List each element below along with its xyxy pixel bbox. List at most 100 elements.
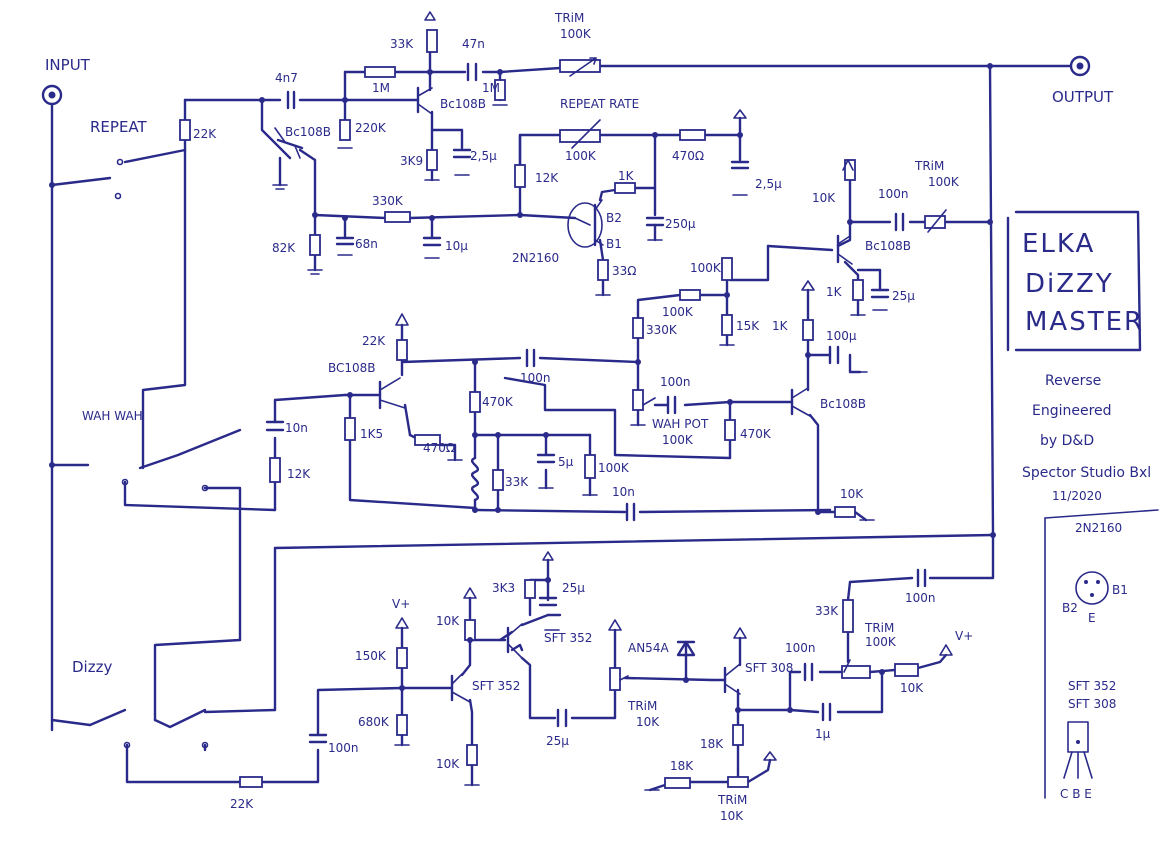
label-r-22k-c: 22K	[230, 797, 254, 811]
label-r-22k-b: 22K	[362, 334, 386, 348]
transistor-t5	[790, 387, 811, 417]
pinout-ujt-title: 2N2160	[1075, 521, 1122, 535]
label-vplus-b: V+	[392, 597, 410, 611]
credit-line-2: Engineered	[1032, 403, 1112, 419]
label-trim3-val: 100K	[865, 635, 897, 649]
label-trim5: TRiM	[717, 793, 747, 807]
label-c-2u5-b: 2,5µ	[755, 177, 782, 191]
label-r-10k-b: 10K	[840, 487, 864, 501]
label-c-250u: 250µ	[665, 217, 696, 231]
misc-components	[470, 57, 947, 681]
label-c-68n: 68n	[355, 237, 378, 251]
label-r-in-22k: 22K	[193, 127, 217, 141]
switch-contacts	[114, 158, 209, 749]
label-t1: Bc108B	[285, 125, 331, 139]
label-diode: AN54A	[628, 641, 669, 655]
label-c-100n-b: 100n	[520, 371, 551, 385]
label-t3: Bc108B	[865, 239, 911, 253]
label-c-100u: 100µ	[826, 329, 857, 343]
pinout-sft-title-2: SFT 308	[1068, 697, 1116, 711]
label-r-100k-c: 100K	[598, 461, 630, 475]
label-r-1m-a: 1M	[372, 81, 390, 95]
label-r-12k-b: 12K	[287, 467, 311, 481]
label-r-220k: 220K	[355, 121, 387, 135]
credit-line-3: by D&D	[1040, 433, 1094, 449]
label-r-100k-a: 100K	[690, 261, 722, 275]
label-c-47n: 47n	[462, 37, 485, 51]
label-ujt: 2N2160	[512, 251, 559, 265]
label-wah-pot-val: 100K	[662, 433, 694, 447]
label-trim4-val: 10K	[636, 715, 660, 729]
label-r-33ohm: 33Ω	[612, 264, 636, 278]
label-r-470k-b: 470K	[740, 427, 772, 441]
label-r-10k-c: 10K	[900, 681, 924, 695]
label-c-100n-d: 100n	[905, 591, 936, 605]
label-r-470: 470Ω	[672, 149, 704, 163]
credit-block: Reverse Engineered by D&D Spector Studio…	[1022, 373, 1151, 503]
label-vplus-a: V+	[955, 629, 973, 643]
label-c-25u-b: 25µ	[562, 581, 585, 595]
label-r-15k: 15K	[736, 319, 760, 333]
supply-and-ground-symbols	[272, 11, 953, 791]
label-t7: SFT 352	[544, 631, 592, 645]
label-c-100n-c: 100n	[660, 375, 691, 389]
label-r-10k-d: 10K	[436, 614, 460, 628]
wahwah-switch-label: WAH WAH	[82, 409, 143, 423]
transistor-t1	[274, 127, 304, 159]
pinout-sft-pins: C B E	[1060, 787, 1092, 801]
label-r-33k-a: 33K	[390, 37, 414, 51]
label-c-10u-a: 10µ	[445, 239, 468, 253]
label-trim3: TRiM	[864, 621, 894, 635]
credit-line-1: Reverse	[1045, 373, 1101, 389]
label-c-10n-b: 10n	[612, 485, 635, 499]
label-trim2-val: 100K	[928, 175, 960, 189]
label-c-4n7: 4n7	[275, 71, 298, 85]
label-c-100n-f: 100n	[785, 641, 816, 655]
credit-line-5: 11/2020	[1052, 489, 1102, 503]
label-t5: Bc108B	[820, 397, 866, 411]
component-labels: 22K 4n7 Bc108B 82K 68n 330K 10µ 1M 220K …	[193, 11, 973, 823]
label-r-3k3: 3K3	[492, 581, 515, 595]
output-jack[interactable]	[1069, 55, 1091, 77]
pinout-ujt-b2: B2	[1062, 601, 1078, 615]
label-r-1m-b: 1M	[482, 81, 500, 95]
input-jack[interactable]	[41, 84, 63, 106]
label-t4: BC108B	[328, 361, 376, 375]
label-c-25u-c: 25µ	[546, 734, 569, 748]
label-r-33k-c: 33K	[815, 604, 839, 618]
title-line-1: ELKA	[1022, 229, 1095, 259]
transistor-t8	[723, 663, 741, 695]
switch-labels: REPEAT WAH WAH Dizzy	[72, 118, 148, 676]
label-r-12k-a: 12K	[535, 171, 559, 185]
label-t6: SFT 352	[472, 679, 520, 693]
junction-dots	[49, 63, 996, 713]
input-label: INPUT	[45, 56, 91, 74]
label-r-470k-a: 470K	[482, 395, 514, 409]
label-r-1k-b: 1K	[826, 285, 843, 299]
label-r-100k-b: 100K	[662, 305, 694, 319]
repeat-switch-label: REPEAT	[90, 118, 148, 136]
label-r-330k-a: 330K	[372, 194, 404, 208]
label-trim-top-val: 100K	[560, 27, 592, 41]
transistor-t7	[506, 623, 523, 659]
label-r-3k9: 3K9	[400, 154, 423, 168]
sft-package-icon	[1067, 721, 1089, 753]
label-c-2u5-a: 2,5µ	[470, 149, 497, 163]
label-c-10n-a: 10n	[285, 421, 308, 435]
credit-line-4: Spector Studio Bxl	[1022, 465, 1151, 481]
label-c-25u-a: 25µ	[892, 289, 915, 303]
transistor-t2	[416, 86, 433, 115]
label-r-680k: 680K	[358, 715, 390, 729]
label-trim4: TRiM	[627, 699, 657, 713]
output-label: OUTPUT	[1052, 88, 1114, 106]
pinout-ujt-e: E	[1088, 611, 1096, 625]
title-line-2: DiZZY	[1025, 269, 1114, 299]
label-r-1k-a: 1K	[618, 169, 635, 183]
pinout-ujt-b1: B1	[1112, 583, 1128, 597]
label-r-470ohm-b: 470Ω	[423, 441, 455, 455]
label-wah-pot: WAH POT	[652, 417, 709, 431]
title-line-3: MASTER	[1025, 307, 1144, 337]
label-trim5-val: 10K	[720, 809, 744, 823]
label-repeat-rate: REPEAT RATE	[560, 97, 639, 111]
